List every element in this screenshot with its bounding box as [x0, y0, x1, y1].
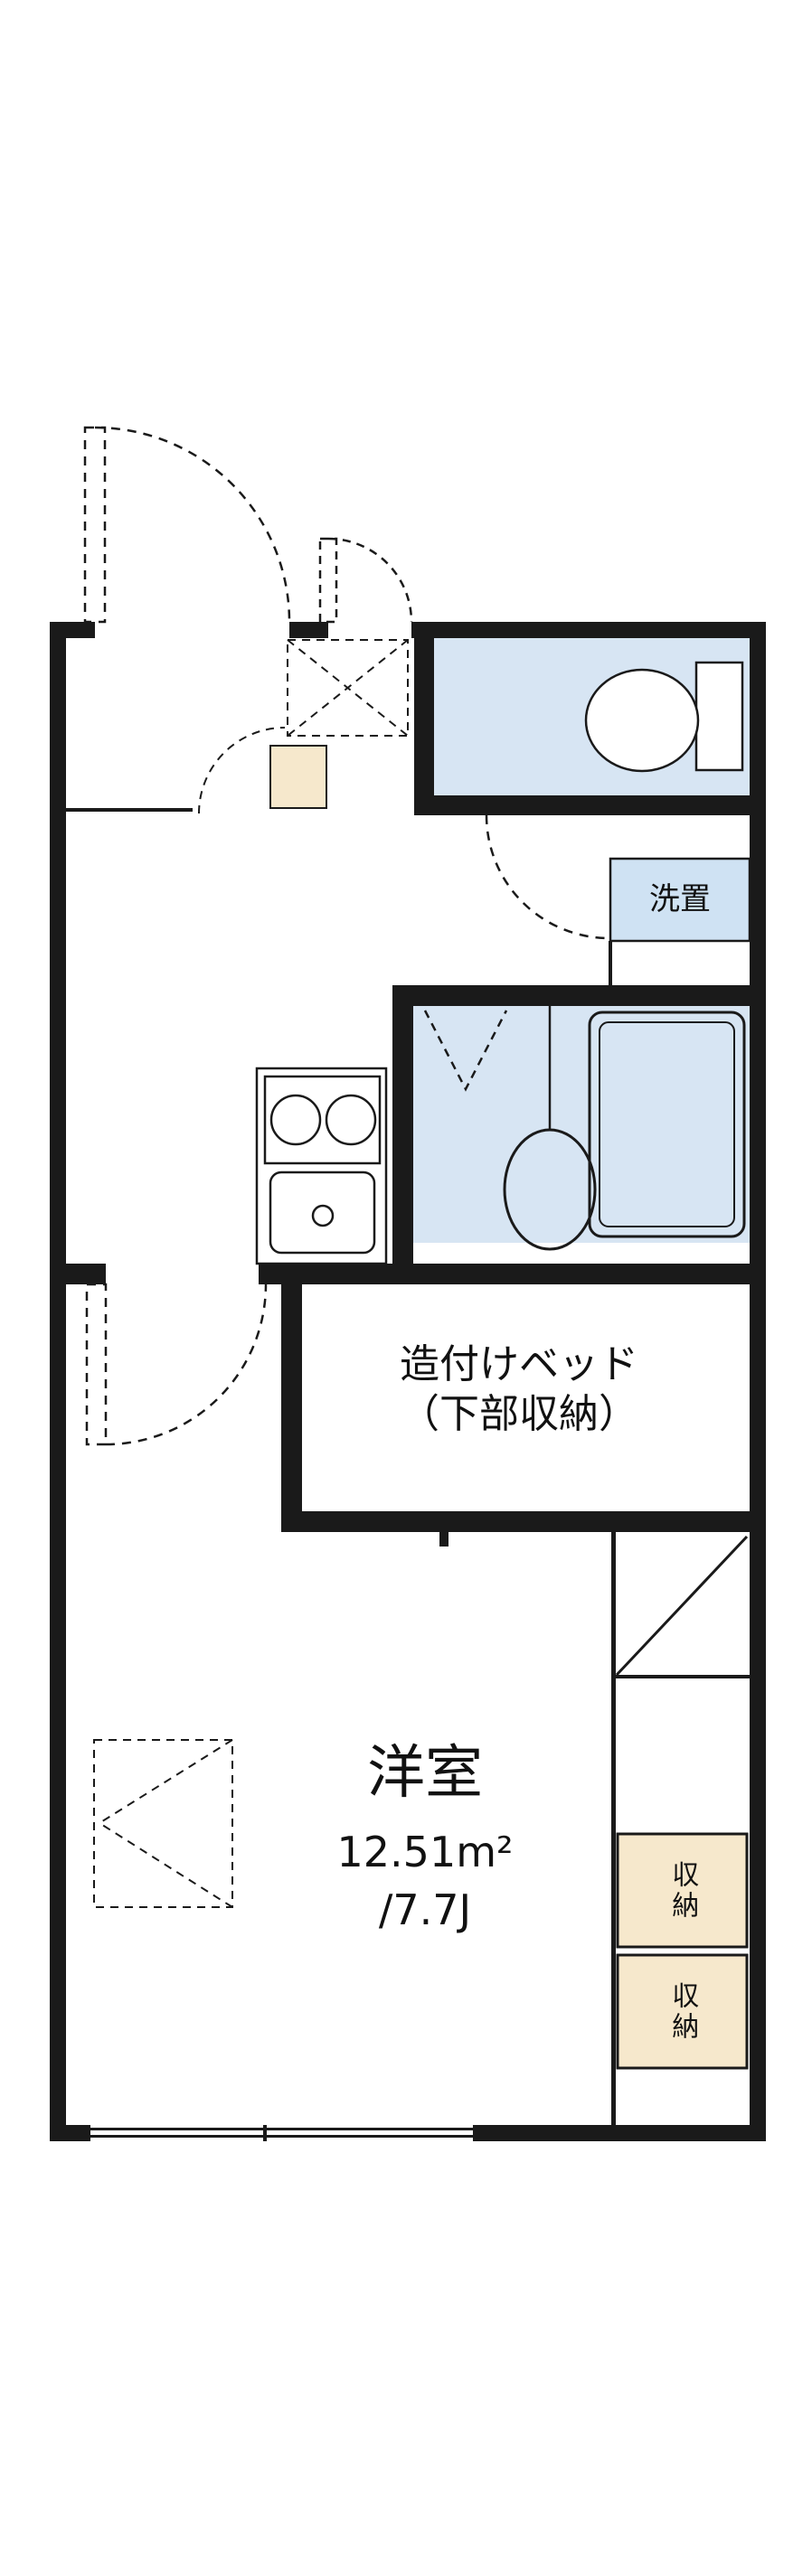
- storage-label-bottom: 収納: [666, 1980, 699, 2043]
- bed-label-line2: （下部収納）: [400, 1391, 638, 1437]
- bed-label-line1: 造付けベッド: [400, 1341, 638, 1387]
- secondary-door-swing: [318, 537, 413, 624]
- bottom-window: [90, 2125, 473, 2141]
- top-wall-openings: [95, 622, 411, 638]
- corridor-door-arc: [485, 814, 610, 940]
- bathroom-fill: [413, 1006, 750, 1243]
- storage-label-top: 収納: [666, 1859, 699, 1922]
- bath-fold-door: [423, 1010, 508, 1092]
- kitchen-counter: [255, 1067, 388, 1265]
- room-area-m2: 12.51m²: [336, 1828, 514, 1877]
- washer-label: 洗置: [649, 881, 711, 918]
- washbowl-icon: [503, 1006, 597, 1251]
- stove-icon: [263, 1075, 382, 1165]
- sink-icon: [269, 1170, 376, 1255]
- room-area-tatami: /7.7J: [378, 1885, 472, 1935]
- storage-boxes: [616, 1832, 749, 2070]
- toilet-icon: [584, 661, 744, 773]
- closet-lines: [611, 1532, 750, 2125]
- washer-box: [609, 857, 751, 943]
- built-in-bed-label: 造付けベッド （下部収納）: [302, 1321, 736, 1457]
- bathtub-icon: [588, 1011, 746, 1238]
- washer-space-x: [287, 639, 409, 737]
- genkan-door-arc: [198, 727, 286, 814]
- western-room-label: 洋室: [367, 1740, 483, 1807]
- left-dashed-fixture: [93, 1739, 233, 1908]
- entry-door-swing: [83, 426, 291, 624]
- room-door-swing: [85, 1283, 268, 1446]
- genkan-step: [269, 745, 327, 809]
- interior-walls: [66, 638, 766, 1547]
